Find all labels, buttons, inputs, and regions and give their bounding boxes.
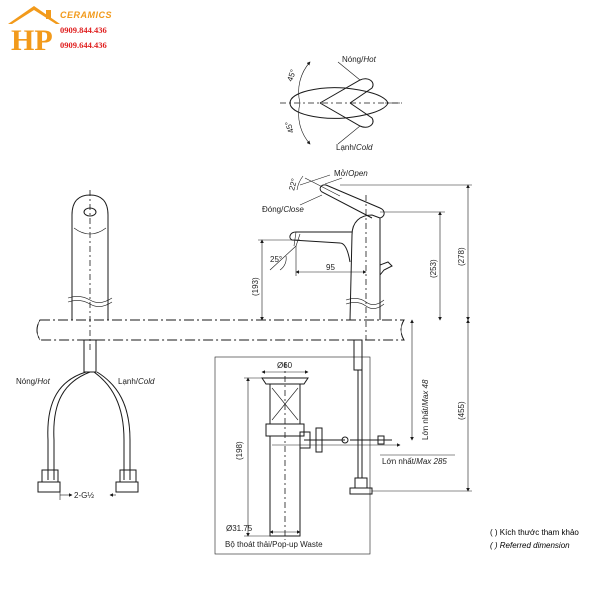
top-cold-label: Lạnh/ <box>336 143 357 152</box>
logo-phone-2: 0909.644.436 <box>60 40 107 50</box>
open-label: Mở/ <box>334 169 349 178</box>
thread-size: 2-G½ <box>74 491 94 500</box>
deck-slab <box>36 319 405 341</box>
close-label: Đóng/ <box>262 205 284 214</box>
top-cold-label-en: Cold <box>356 143 373 152</box>
svg-text:Lạnh/Cold: Lạnh/Cold <box>336 143 373 152</box>
svg-text:Đóng/Close: Đóng/Close <box>262 205 304 214</box>
close-label-en: Close <box>283 205 304 214</box>
spout-angle: 25° <box>270 255 282 264</box>
dim-spout-reach: 95 <box>326 263 335 272</box>
top-view: 45° 45° Nóng/Hot Lạnh/Cold <box>280 55 402 152</box>
svg-text:Mở/Open: Mở/Open <box>334 169 368 178</box>
logo-brand: CERAMICS <box>60 10 113 20</box>
dim-deck-depth: (455) <box>457 401 466 420</box>
svg-text:Lớn nhất/Max 48: Lớn nhất/Max 48 <box>421 379 430 440</box>
max-deck-label: Lớn nhất/ <box>421 405 430 440</box>
note-referred-en: ( ) Referred dimension <box>490 541 570 550</box>
under-deck-supply: (455) Lớn nhất/Max 48 Lớn nhất/Max 285 <box>272 319 472 495</box>
handle-angle: 22° <box>287 177 299 191</box>
dim-spout-height: (193) <box>251 277 260 296</box>
waste-dia-bottom: Ø31.75 <box>226 524 253 533</box>
waste-length: (198) <box>235 441 244 460</box>
dim-handle-height: (253) <box>429 259 438 278</box>
top-angle-upper: 45° <box>285 68 298 82</box>
svg-text:Nóng/Hot: Nóng/Hot <box>16 377 51 386</box>
logo-house-icon: HP <box>8 6 60 54</box>
svg-text:Lạnh/Cold: Lạnh/Cold <box>118 377 155 386</box>
waste-caption-vi: Bộ thoát thải/ <box>225 540 273 549</box>
note-referred-vi: ( ) Kích thước tham khảo <box>490 528 579 537</box>
dim-total-height: (278) <box>457 247 466 266</box>
front-cold-label: Lạnh/ <box>118 377 139 386</box>
top-hot-label: Nóng/ <box>342 55 364 64</box>
top-hot-label-en: Hot <box>363 55 376 64</box>
open-label-en: Open <box>348 169 368 178</box>
top-angle-lower: 45° <box>283 120 296 134</box>
front-view: Nóng/Hot Lạnh/Cold 2-G½ <box>16 190 155 500</box>
front-cold-label-en: Cold <box>138 377 155 386</box>
svg-text:Lớn nhất/Max 285: Lớn nhất/Max 285 <box>382 457 447 466</box>
svg-text:Nóng/Hot: Nóng/Hot <box>342 55 377 64</box>
side-view: 22° Mở/Open Đóng/Close 25° 95 (193) (253… <box>251 169 472 340</box>
front-hot-label-en: Hot <box>37 377 50 386</box>
svg-text:Bộ thoát thải/Pop-up Waste: Bộ thoát thải/Pop-up Waste <box>225 540 323 549</box>
max-horizontal-label-en: Max 285 <box>416 457 447 466</box>
logo-initials: HP <box>11 24 53 54</box>
max-deck-label-en: Max 48 <box>421 379 430 406</box>
max-horizontal-label: Lớn nhất/ <box>382 457 417 466</box>
waste-dia-top: Ø60 <box>277 361 293 370</box>
logo-phone-1: 0909.844.436 <box>60 25 107 35</box>
front-hot-label: Nóng/ <box>16 377 38 386</box>
waste-caption-en: Pop-up Waste <box>272 540 323 549</box>
pop-up-waste: Ø60 (198) Ø31.75 Bộ thoát thải/Pop-up Wa… <box>214 356 392 555</box>
